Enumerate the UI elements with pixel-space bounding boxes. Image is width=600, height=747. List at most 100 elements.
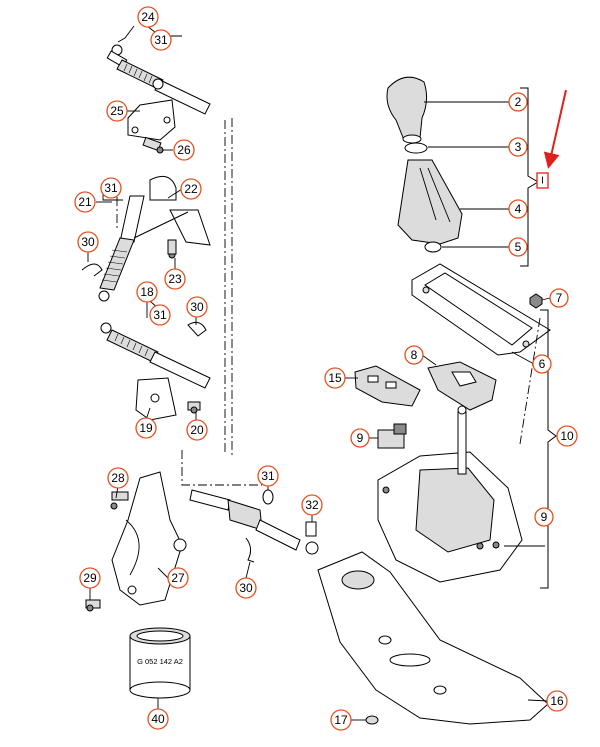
svg-text:7: 7 [556,291,563,305]
callout-7: 7 [549,288,569,308]
svg-text:18: 18 [140,285,154,299]
cable-assembly-left: G 052 142 A2 [81,25,319,709]
svg-text:31: 31 [104,181,118,195]
svg-text:17: 17 [334,713,348,727]
callout-31a: 31 [150,29,172,51]
svg-text:31: 31 [153,308,167,322]
shift-boot [397,159,463,245]
thread-lines-middle [101,249,128,283]
callout-30c: 30 [235,577,257,599]
svg-text:15: 15 [328,371,342,385]
bolt-20 [187,401,201,414]
callout-26: 26 [173,139,195,161]
callout-28: 28 [107,467,129,489]
thread-lines-top [123,63,153,84]
clip-5 [424,241,442,253]
bracket-25 [127,99,176,141]
svg-text:30: 30 [81,235,95,249]
marker-label: I [541,176,544,187]
svg-text:32: 32 [305,498,319,512]
callout-30a: 30 [77,231,99,253]
cable-end-top [106,44,211,115]
callout-20: 20 [186,419,208,441]
bracket-27 [111,471,187,606]
svg-text:25: 25 [110,104,124,118]
svg-text:29: 29 [83,571,97,585]
washer-17 [365,715,379,725]
svg-text:5: 5 [515,240,522,254]
callout-18: 18 [136,281,158,303]
switch-15 [354,365,421,407]
callout-31c: 31 [149,304,171,326]
red-arrow-icon [543,89,567,169]
svg-text:19: 19 [139,421,153,435]
svg-text:31: 31 [261,469,275,483]
svg-text:20: 20 [190,423,204,437]
bolt-28 [110,491,129,510]
svg-text:22: 22 [184,182,198,196]
callout-9a: 9 [350,428,370,448]
svg-text:30: 30 [190,300,204,314]
callout-23: 23 [164,268,186,290]
clip-30a [81,263,103,277]
nut-7 [529,293,543,309]
callout-15: 15 [324,367,346,389]
cable-lower [100,322,211,389]
bracket-19 [135,377,177,421]
svg-text:28: 28 [111,471,125,485]
svg-text:40: 40 [151,712,165,726]
callout-25: 25 [106,100,128,122]
callout-3: 3 [508,137,528,157]
ring-3 [404,142,428,154]
callout-29: 29 [79,567,101,589]
leader-lines-left [87,25,313,709]
svg-text:30: 30 [239,581,253,595]
svg-text:26: 26 [177,143,191,157]
cable-rear [189,489,319,563]
svg-text:2: 2 [515,95,522,109]
shifter-assembly-right [317,76,557,725]
cover-8 [427,361,497,411]
clip-30b [187,321,207,337]
thread-lines-lower [114,333,149,357]
callout-16: 16 [546,690,568,712]
base-plate-16 [317,551,549,725]
callout-27: 27 [167,567,189,589]
callout-31d: 31 [257,465,279,487]
svg-text:31: 31 [154,33,168,47]
connector-9a [377,423,407,449]
callout-4: 4 [508,199,528,219]
leader-lines-right [345,101,551,721]
callout-10: 10 [556,425,578,447]
sleeve-label: G 052 142 A2 [137,657,183,666]
callout-24: 24 [137,6,159,28]
sleeve-40: G 052 142 A2 [129,627,191,699]
svg-text:10: 10 [560,429,574,443]
callout-21: 21 [74,191,96,213]
svg-text:8: 8 [411,348,418,362]
svg-text:9: 9 [357,431,364,445]
red-marker: I [536,89,567,189]
callout-2: 2 [508,92,528,112]
callout-22: 22 [180,178,202,200]
svg-text:9: 9 [541,510,548,524]
cable-middle [98,175,211,302]
callout-5: 5 [508,237,528,257]
screw-23 [167,239,177,259]
shift-knob [386,76,428,144]
callout-40: 40 [147,708,169,730]
svg-text:3: 3 [515,140,522,154]
svg-text:23: 23 [168,272,182,286]
svg-text:21: 21 [78,195,92,209]
callout-6: 6 [532,354,552,374]
callout-9b: 9 [534,507,554,527]
svg-text:4: 4 [515,202,522,216]
svg-text:16: 16 [550,694,564,708]
svg-text:27: 27 [171,571,185,585]
callout-19: 19 [135,417,157,439]
callout-30b: 30 [186,296,208,318]
callout-8: 8 [404,345,424,365]
marker-box [536,172,549,189]
brace-parts-6-9 [540,309,557,589]
